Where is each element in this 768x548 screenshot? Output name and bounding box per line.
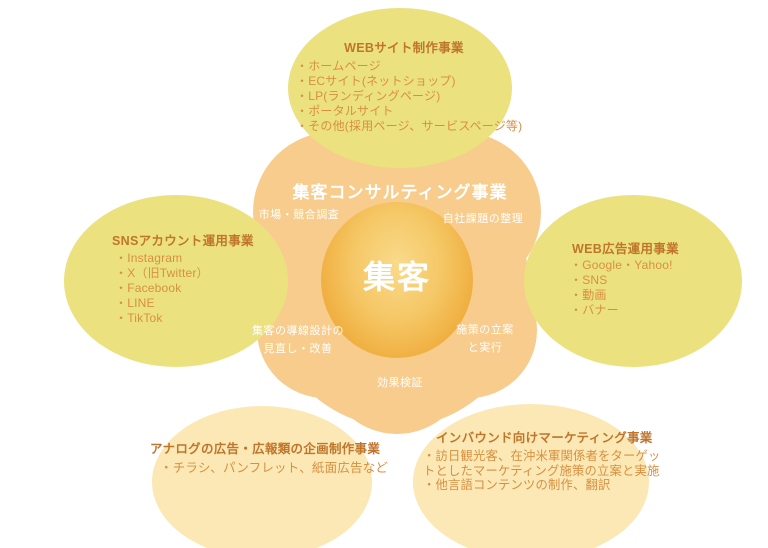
ellipse-inbound bbox=[413, 404, 649, 548]
list-item: ・TikTok bbox=[115, 311, 163, 325]
hub-step-plan-line1: 施策の立案 bbox=[456, 324, 514, 336]
list-item: ・Instagram bbox=[115, 251, 183, 265]
web-ads-title: WEB広告運用事業 bbox=[572, 242, 679, 256]
list-item: ・ホームページ bbox=[296, 59, 381, 73]
list-item: ・ポータルサイト bbox=[296, 104, 394, 118]
analog-title: アナログの広告・広報類の企画制作事業 bbox=[150, 442, 381, 456]
list-item: ・SNS bbox=[570, 273, 608, 287]
core-circle bbox=[321, 202, 473, 358]
hub-step-verify: 効果検証 bbox=[377, 377, 423, 389]
list-item: ・LP(ランディングページ) bbox=[296, 89, 441, 103]
list-item: ・LINE bbox=[115, 296, 155, 310]
ellipse-web-ads bbox=[524, 195, 742, 367]
list-item: ・ECサイト(ネットショップ) bbox=[296, 74, 456, 88]
list-item: ・動画 bbox=[570, 288, 607, 302]
core-label: 集客 bbox=[362, 259, 432, 295]
hub-step-plan-line2: と実行 bbox=[467, 341, 503, 354]
hub-step-improve: 集客の導線設計の 見直し・改善 bbox=[252, 323, 344, 358]
inbound-title: インバウンド向けマーケティング事業 bbox=[436, 431, 653, 445]
ellipse-analog bbox=[152, 406, 372, 548]
sns-text: SNSアカウント運用事業 ・Instagram ・X（旧Twitter） ・Fa… bbox=[112, 230, 262, 326]
hub-step-improve-line1: 集客の導線設計の bbox=[252, 325, 344, 337]
sns-title: SNSアカウント運用事業 bbox=[112, 234, 254, 248]
list-item: ・バナー bbox=[570, 303, 619, 317]
list-item: ・訪日観光客、在沖米軍関係者をターゲッ bbox=[423, 449, 661, 463]
web-production-title: WEBサイト制作事業 bbox=[344, 41, 464, 55]
list-item: ・他言語コンテンツの制作、翻訳 bbox=[423, 478, 611, 493]
ellipse-web-production bbox=[288, 8, 512, 168]
hub-step-issues: 自社課題の整理 bbox=[442, 213, 524, 225]
list-item: ・Facebook bbox=[115, 281, 182, 295]
list-item: ・X（旧Twitter） bbox=[115, 266, 209, 280]
hub-step-improve-line2: 見直し・改善 bbox=[263, 342, 333, 355]
analog-text: アナログの広告・広報類の企画制作事業 ・チラシ、パンフレット、紙面広告など bbox=[150, 438, 389, 476]
list-item: ・その他(採用ページ、サービスページ等) bbox=[296, 119, 523, 133]
hub-title: 集客コンサルティング事業 bbox=[292, 183, 508, 202]
list-item: ・チラシ、パンフレット、紙面広告など bbox=[160, 461, 389, 475]
hub-step-plan: 施策の立案 と実行 bbox=[456, 322, 514, 357]
inbound-text: インバウンド向けマーケティング事業 ・訪日観光客、在沖米軍関係者をターゲッ トと… bbox=[423, 427, 661, 493]
list-item: ・Google・Yahoo! bbox=[570, 258, 673, 272]
ellipse-sns bbox=[64, 195, 288, 367]
web-production-text: WEBサイト制作事業 ・ホームページ ・ECサイト(ネットショップ) ・LP(ラ… bbox=[296, 37, 523, 134]
hub-step-research: 市場・競合調査 bbox=[258, 209, 340, 221]
web-ads-text: WEB広告運用事業 ・Google・Yahoo! ・SNS ・動画 ・バナー bbox=[570, 238, 720, 318]
list-item: トとしたマーケティング施策の立案と実施 bbox=[423, 463, 660, 478]
